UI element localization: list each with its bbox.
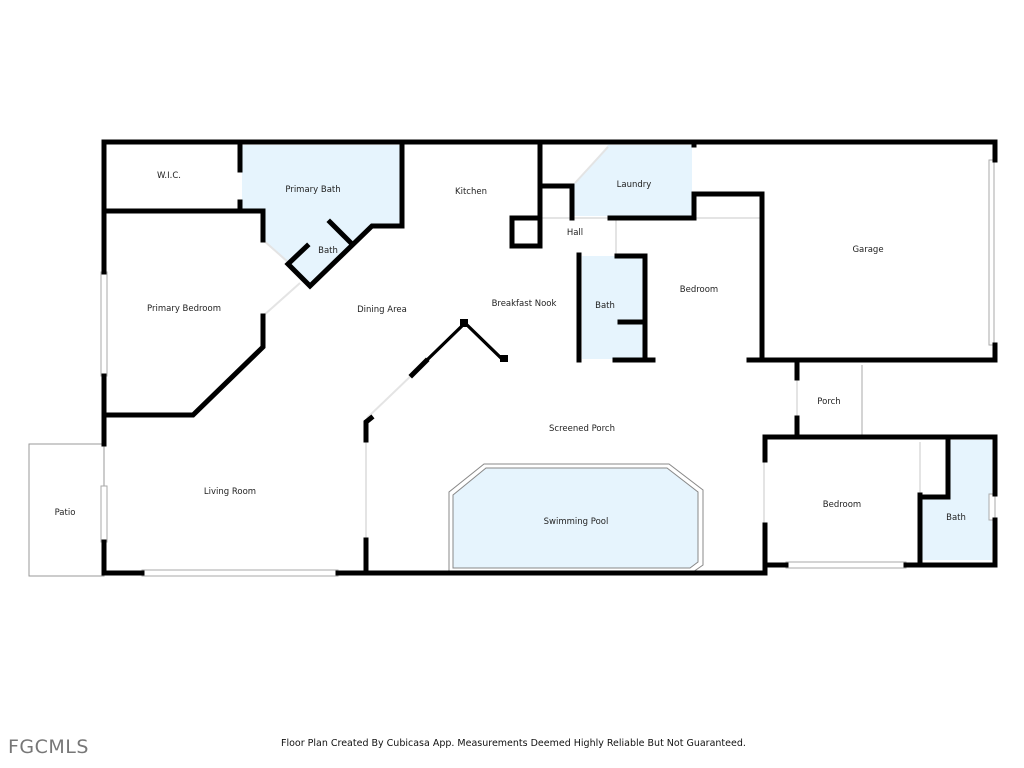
room-label: Patio — [55, 508, 76, 518]
room-label: Bath — [946, 513, 966, 523]
disclaimer-text: Floor Plan Created By Cubicasa App. Meas… — [281, 738, 746, 749]
brand-logo: FGCMLS — [8, 736, 89, 758]
room-label: Primary Bedroom — [147, 304, 221, 314]
swimming-pool — [448, 463, 704, 573]
room-label: Hall — [567, 228, 583, 238]
room-label: Living Room — [204, 487, 256, 497]
room-label: Dining Area — [357, 305, 407, 315]
room-label: Screened Porch — [549, 424, 615, 434]
wet-room-fills — [242, 145, 992, 560]
room-label: Bedroom — [680, 285, 718, 295]
room-label: Primary Bath — [285, 185, 340, 195]
room-label: W.I.C. — [157, 171, 181, 181]
walls — [101, 139, 998, 576]
footer: FGCMLS Floor Plan Created By Cubicasa Ap… — [0, 736, 1024, 758]
room-label: Porch — [817, 397, 840, 407]
room-label: Bath — [595, 301, 615, 311]
room-label: Bath — [318, 246, 338, 256]
room-label: Kitchen — [455, 187, 487, 197]
room-label: Swimming Pool — [544, 517, 609, 527]
room-label: Garage — [852, 245, 883, 255]
room-label: Breakfast Nook — [492, 299, 557, 309]
room-label: Laundry — [617, 180, 652, 190]
room-label: Bedroom — [823, 500, 861, 510]
room-labels: W.I.C. Primary Bath Bath Kitchen Laundry… — [55, 171, 966, 527]
